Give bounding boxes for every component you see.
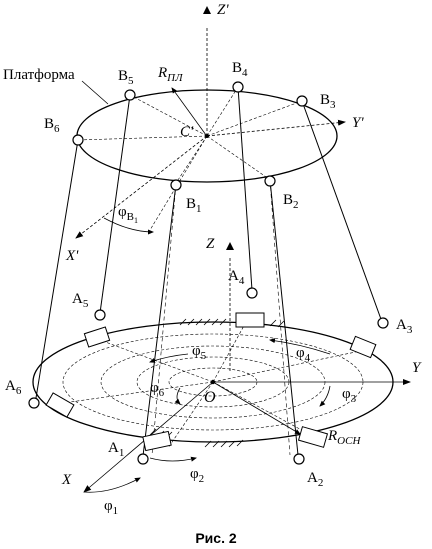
base-angle-arcs (83, 338, 331, 493)
top-radial-lines (77, 86, 303, 184)
z-prime-arrowhead (203, 6, 211, 14)
phi-4-label: φ4 (296, 345, 311, 364)
leg-b1-a1 (142, 183, 177, 457)
phi-3-arc (319, 385, 331, 407)
b2-joint (264, 175, 276, 187)
leg-b2-a2 (269, 179, 299, 456)
actuator-leg-inner-lines (151, 179, 291, 456)
platform-radius-label: RПЛ (157, 65, 183, 84)
a1-label: A1 (108, 440, 124, 459)
a6-label: A6 (5, 378, 22, 397)
base-joint-circles (28, 287, 389, 465)
base-radius-arrow (212, 381, 301, 435)
platform-label-leader (81, 80, 109, 105)
base-radius-label: ROCH (327, 428, 361, 447)
phi-2-label: φ2 (190, 466, 204, 485)
platform-label: Платформа (3, 67, 75, 83)
z-prime-label: Z' (217, 2, 229, 18)
top-joint-labels: B1 B2 B3 B4 B5 B6 (44, 60, 336, 215)
phi-4-arc (269, 338, 331, 355)
base-joint-labels: A1 A2 A3 A4 A5 A6 (5, 268, 413, 489)
a2-joint (293, 453, 305, 465)
x-prime-axis (75, 135, 208, 239)
x-prime-label: X' (65, 248, 79, 264)
b5-label: B5 (118, 68, 134, 87)
a3-label: A3 (396, 317, 413, 336)
platform-radius-arrow (171, 87, 207, 136)
phi-6-label: φ6 (150, 380, 165, 399)
phi-6-arc (174, 387, 181, 405)
y-label: Y (412, 360, 422, 376)
a1-joint (137, 453, 149, 465)
base-center-point (210, 379, 216, 385)
leg-b6-a6 (35, 139, 79, 399)
b6-joint (72, 134, 84, 146)
base-center-label: O (204, 389, 216, 406)
phi-2-arc (149, 456, 197, 462)
figure-caption: Рис. 2 (195, 530, 237, 546)
b1-joint (170, 179, 182, 191)
b5-joint (124, 89, 136, 101)
a1-block (142, 430, 172, 452)
b4-label: B4 (232, 60, 248, 79)
a5-joint (94, 309, 106, 321)
a4-block (235, 312, 265, 328)
a2-label: A2 (307, 470, 323, 489)
phi-b1-label: φB1 (118, 204, 138, 225)
x-label: X (61, 472, 72, 488)
a6-joint (28, 397, 40, 409)
leg-b4-a4 (237, 86, 253, 291)
a4-joint (246, 287, 258, 299)
phi-b1-arc (103, 217, 154, 235)
top-joint-circles (72, 81, 308, 191)
leg-b3-a3 (301, 100, 383, 323)
a5-block (83, 326, 111, 348)
leg-b5-a5 (99, 94, 131, 314)
a3-block (349, 335, 377, 359)
b1-label: B1 (186, 196, 202, 215)
phi-1-label: φ1 (104, 498, 118, 517)
a5-label: A5 (72, 291, 89, 310)
y-prime-axis (206, 119, 346, 137)
b4-joint (232, 81, 244, 93)
phi-1-arc (83, 477, 141, 493)
phi-5-label: φ5 (192, 343, 207, 362)
base-joint-blocks (45, 312, 377, 452)
b2-label: B2 (283, 192, 299, 211)
base-angle-labels: φ1 φ2 φ3 φ4 φ5 φ6 (104, 343, 357, 517)
b6-label: B6 (44, 116, 60, 135)
actuator-legs (35, 86, 383, 457)
b3-joint (296, 95, 308, 107)
a3-joint (377, 317, 389, 329)
z-arrowhead (226, 242, 234, 250)
a6-block (45, 392, 75, 418)
y-prime-label: Y' (352, 115, 364, 131)
top-center-label: C' (180, 124, 194, 140)
phi-b1-guide-line (149, 135, 208, 231)
a4-label: A4 (228, 268, 245, 287)
b3-label: B3 (320, 92, 336, 111)
z-label: Z (206, 236, 215, 252)
phi-3-label: φ3 (342, 386, 357, 405)
base-hatching (149, 318, 285, 448)
phi-5-arc (149, 353, 189, 363)
a2-block (297, 426, 329, 448)
